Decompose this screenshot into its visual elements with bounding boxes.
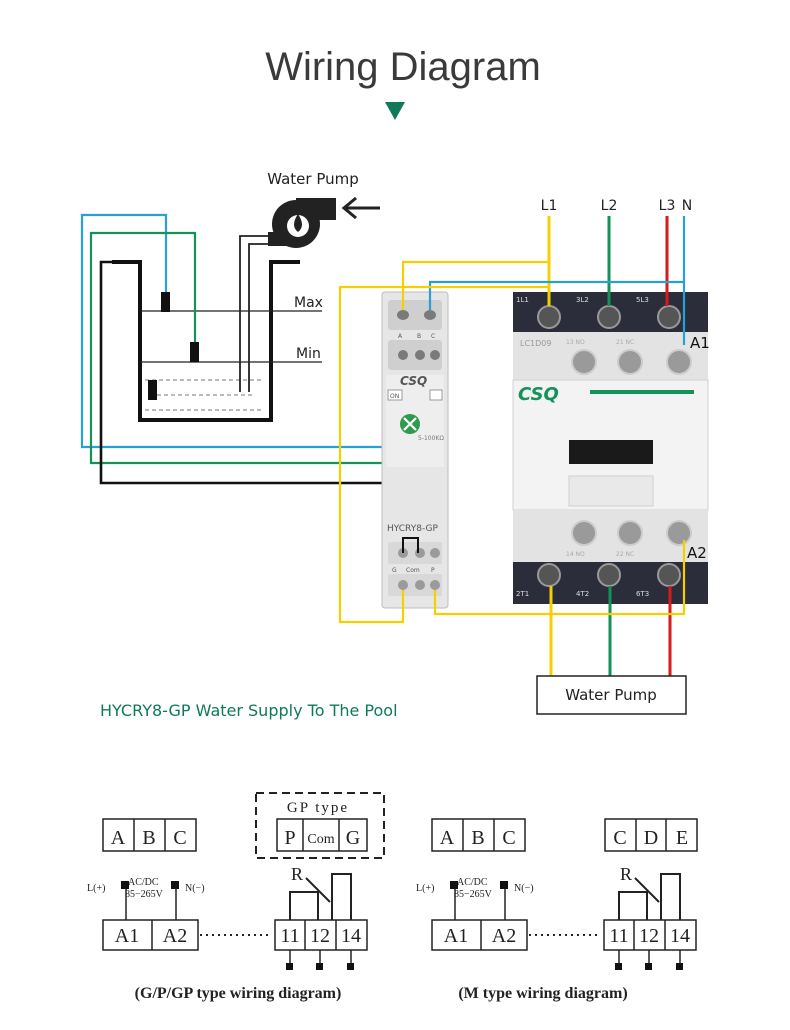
coil-a2-label: A2 xyxy=(687,544,707,562)
relay-terminal-a: A xyxy=(398,333,403,340)
left-contact-12: 12 xyxy=(310,925,330,947)
pump-icon xyxy=(268,198,336,248)
relay-bottom-g: G xyxy=(392,567,397,574)
terminal-4t2: 4T2 xyxy=(576,590,589,598)
right-schematic-caption: (M type wiring diagram) xyxy=(458,985,627,1002)
right-probe-c: C xyxy=(502,827,515,849)
title-arrow-icon xyxy=(385,102,405,120)
left-coil-a2: A2 xyxy=(163,925,187,947)
line-l1-label: L1 xyxy=(541,198,558,214)
level-min-label: Min xyxy=(296,346,321,362)
line-l3-label: L3 xyxy=(659,198,676,214)
right-contact-14: 14 xyxy=(670,925,690,947)
relay-model-label: HYCRY8-GP xyxy=(387,524,439,534)
gp-com-label: Com xyxy=(307,832,334,847)
page-title: Wiring Diagram xyxy=(265,45,541,89)
terminal-3l2: 3L2 xyxy=(576,296,589,304)
left-coil-a1: A1 xyxy=(115,925,139,947)
motor-box xyxy=(536,675,687,715)
contactor-model: LC1D09 xyxy=(520,339,551,348)
left-supply-neg: N(−) xyxy=(185,883,205,894)
relay-terminal-b: B xyxy=(417,333,421,340)
aux-22nc: 22 NC xyxy=(616,551,634,558)
level-max-label: Max xyxy=(294,295,323,311)
right-relay-r: R xyxy=(620,864,632,884)
line-n-label: N xyxy=(682,198,692,214)
left-supply-v: 85−265V xyxy=(125,889,164,900)
left-relay-r: R xyxy=(291,864,303,884)
schematic-right: A B C C D E L(+) AC/DC 85−265V N(−) A1 A… xyxy=(416,818,698,1002)
left-probe-c: C xyxy=(173,827,186,849)
right-probe-a: A xyxy=(440,827,455,849)
terminal-6t3: 6T3 xyxy=(636,590,649,598)
right-coil-a1: A1 xyxy=(444,925,468,947)
left-supply-ac: AC/DC xyxy=(128,877,159,888)
gp-type-label: GP type xyxy=(287,800,349,816)
relay-range-label: 5-100KΩ xyxy=(418,435,444,442)
contactor-brand: CSQ xyxy=(518,384,559,405)
right-contact-11: 11 xyxy=(609,925,628,947)
terminal-5l3: 5L3 xyxy=(636,296,649,304)
right-supply-pos: L(+) xyxy=(416,883,434,894)
aux-14no: 14 NO xyxy=(566,551,585,558)
left-supply-pos: L(+) xyxy=(87,883,105,894)
left-probe-a: A xyxy=(111,827,126,849)
right-supply-v: 85−265V xyxy=(454,889,493,900)
terminal-2t1: 2T1 xyxy=(516,590,529,598)
probe-min xyxy=(190,342,199,362)
right-out-c: C xyxy=(613,827,626,849)
relay-jumper xyxy=(402,537,419,553)
right-probe-b: B xyxy=(471,827,484,849)
aux-21nc: 21 NC xyxy=(616,339,634,346)
contactor-screws xyxy=(537,305,692,587)
right-coil-a2: A2 xyxy=(492,925,516,947)
terminal-1l1: 1L1 xyxy=(516,296,529,304)
relay-on-label: ON xyxy=(390,393,399,400)
gp-type-box xyxy=(255,792,385,859)
right-contact-12: 12 xyxy=(639,925,659,947)
left-schematic-caption: (G/P/GP type wiring diagram) xyxy=(135,985,342,1002)
left-contact-14: 14 xyxy=(341,925,361,947)
relay-bottom-com: Com xyxy=(406,567,420,574)
relay-terminal-c: C xyxy=(431,333,435,340)
right-out-d: D xyxy=(644,827,658,849)
gp-g-label: G xyxy=(346,827,360,849)
relay-bottom-p: P xyxy=(431,567,435,574)
level-relay: CSQ ON 5-100KΩ HYCRY8-GP G Com P A B C xyxy=(381,291,449,609)
left-contact-11: 11 xyxy=(280,925,299,947)
inflow-arrow-icon xyxy=(341,196,380,220)
contactor: CSQ LC1D09 1L1 3L2 5L3 2T1 4T2 6T3 13 NO… xyxy=(512,292,709,604)
right-out-e: E xyxy=(676,827,688,849)
relay-brand: CSQ xyxy=(400,374,427,388)
right-supply-ac: AC/DC xyxy=(457,877,488,888)
pump-label: Water Pump xyxy=(267,170,359,188)
gp-p-label: P xyxy=(284,827,295,849)
probe-common xyxy=(148,380,157,400)
motor-box-label: Water Pump xyxy=(565,686,657,704)
top-diagram-caption: HYCRY8-GP Water Supply To The Pool xyxy=(100,701,398,720)
water-tank xyxy=(112,235,322,422)
coil-a1-label: A1 xyxy=(690,334,710,352)
left-probe-b: B xyxy=(142,827,155,849)
line-l2-label: L2 xyxy=(601,198,618,214)
control-wires xyxy=(338,260,686,624)
schematic-left: A B C GP type P Com G L(+) AC/DC 85−265V… xyxy=(87,792,385,1002)
right-supply-neg: N(−) xyxy=(514,883,534,894)
probe-max xyxy=(161,292,170,312)
aux-13no: 13 NO xyxy=(566,339,585,346)
